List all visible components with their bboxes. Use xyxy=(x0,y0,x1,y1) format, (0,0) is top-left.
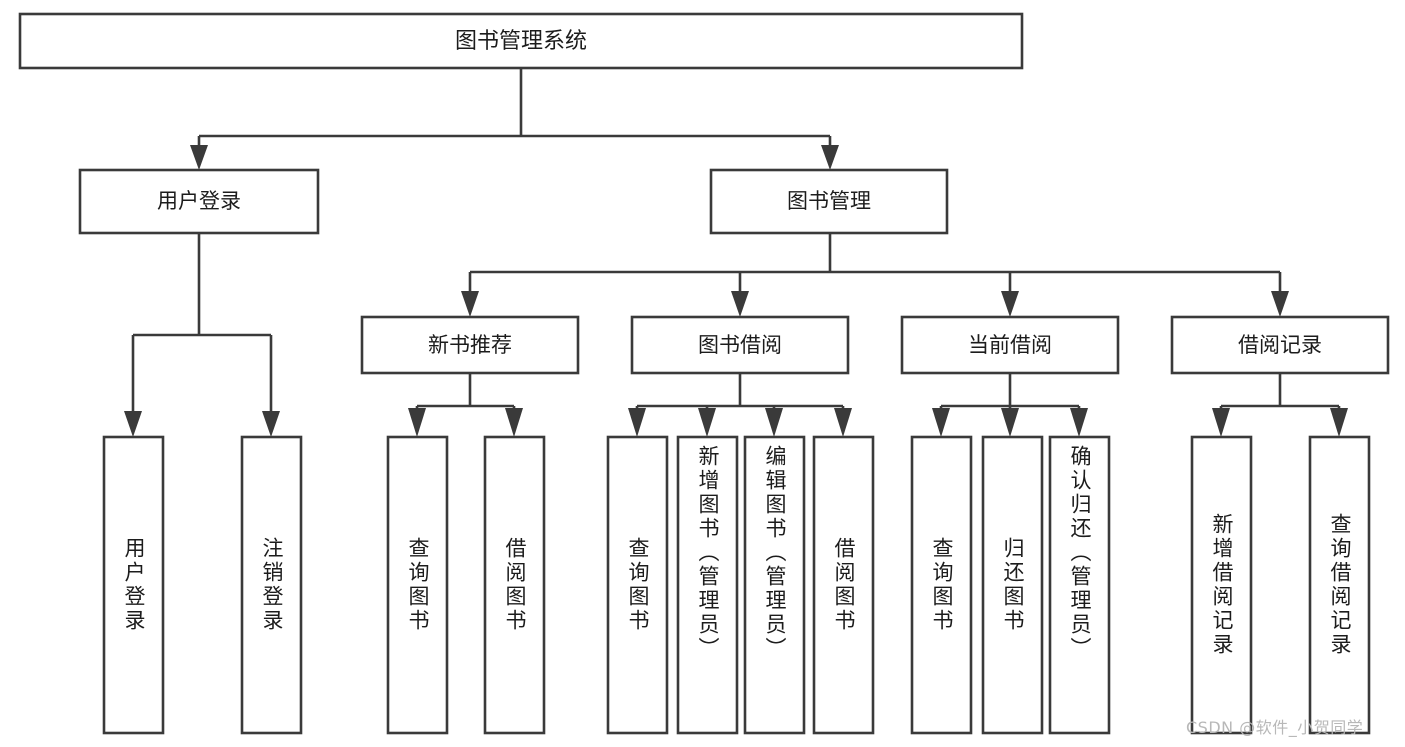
node-leaf-query-book-borrow[interactable] xyxy=(606,435,669,735)
edge-borrow-record-trunk xyxy=(1219,373,1341,416)
edge-book-management-trunk xyxy=(468,233,1282,300)
node-leaf-user-login[interactable] xyxy=(102,435,165,735)
node-label-current-borrow: 当前借阅 xyxy=(968,333,1052,357)
node-user-login[interactable] xyxy=(78,168,320,235)
node-leaf-query-book-recommend[interactable] xyxy=(386,435,449,735)
arrow-to-leaf-logout-login xyxy=(262,411,280,437)
node-leaf-query-book-current[interactable] xyxy=(910,435,973,735)
arrow-to-borrow-record xyxy=(1271,291,1289,317)
arrow-to-leaf-query-book-recommend xyxy=(408,408,426,437)
node-layer: 图书管理系统 用户登录 图书管理 新书推荐 图书借阅 当前借阅 借阅记录 xyxy=(18,12,1390,735)
arrow-to-leaf-user-login xyxy=(124,411,142,437)
node-leaf-logout-login[interactable] xyxy=(240,435,303,735)
node-label-book-management-system: 图书管理系统 xyxy=(455,29,587,54)
node-leaf-edit-book-admin[interactable] xyxy=(743,435,806,735)
node-book-management[interactable] xyxy=(709,168,949,235)
arrow-to-book-borrow xyxy=(731,291,749,317)
node-leaf-add-book-admin[interactable] xyxy=(676,435,739,735)
arrow-to-leaf-borrow-book-recommend xyxy=(505,408,523,437)
node-leaf-return-book[interactable] xyxy=(981,435,1044,735)
arrow-to-current-borrow xyxy=(1001,291,1019,317)
arrow-to-leaf-query-book-current xyxy=(932,408,950,437)
arrow-to-leaf-return-book xyxy=(1001,408,1019,437)
node-label-new-book-recommend: 新书推荐 xyxy=(428,333,512,357)
arrow-to-book-management xyxy=(821,145,839,170)
node-label-book-management: 图书管理 xyxy=(787,189,871,213)
arrow-to-new-book-recommend xyxy=(461,291,479,317)
node-new-book-recommend[interactable] xyxy=(360,315,580,375)
node-leaf-borrow-book-recommend[interactable] xyxy=(483,435,546,735)
node-leaf-add-borrow-record[interactable] xyxy=(1190,435,1253,735)
arrow-to-leaf-confirm-return-admin xyxy=(1070,408,1088,437)
node-current-borrow[interactable] xyxy=(900,315,1120,375)
arrow-to-leaf-query-book-borrow xyxy=(628,408,646,437)
arrow-to-user-login xyxy=(190,145,208,170)
arrow-to-leaf-add-book-admin xyxy=(698,408,716,437)
node-borrow-record[interactable] xyxy=(1170,315,1390,375)
edge-book-borrow-trunk xyxy=(635,373,845,416)
node-leaf-confirm-return-admin[interactable] xyxy=(1048,435,1111,735)
node-label-user-login: 用户登录 xyxy=(157,189,241,213)
node-book-management-system[interactable] xyxy=(18,12,1024,70)
csdn-watermark: CSDN @软件_小贺同学 xyxy=(1186,718,1364,737)
arrow-to-leaf-add-borrow-record xyxy=(1212,408,1230,437)
connector-layer xyxy=(124,68,1348,437)
node-label-book-borrow: 图书借阅 xyxy=(698,333,782,357)
node-leaf-borrow-book[interactable] xyxy=(812,435,875,735)
edge-root-trunk xyxy=(197,68,832,155)
node-label-borrow-record: 借阅记录 xyxy=(1238,333,1322,357)
arrow-to-leaf-query-borrow-record xyxy=(1330,408,1348,437)
node-book-borrow[interactable] xyxy=(630,315,850,375)
arrow-to-leaf-borrow-book xyxy=(834,408,852,437)
edge-user-login-trunk xyxy=(131,233,273,420)
edge-new-book-recommend-trunk xyxy=(415,373,516,416)
node-leaf-query-borrow-record[interactable] xyxy=(1308,435,1371,735)
arrow-to-leaf-edit-book-admin xyxy=(765,408,783,437)
